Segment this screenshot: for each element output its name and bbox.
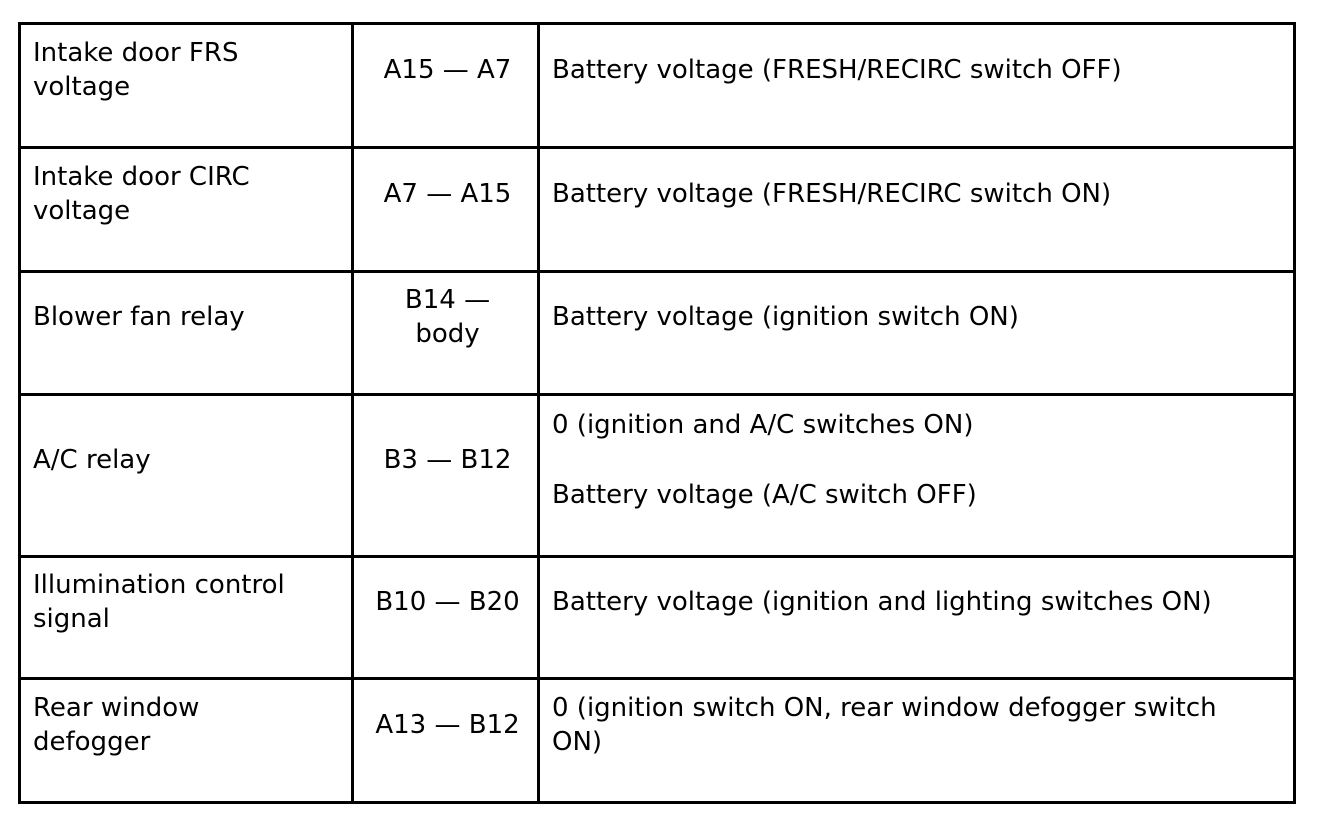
table-row: Blower fan relay B14 — body Battery volt…	[18, 270, 1296, 396]
item-cell: A/C relay	[18, 393, 354, 558]
value-cell: 0 (ignition and A/C switches ON) Battery …	[537, 393, 1296, 558]
value-text: Battery voltage (FRESH/RECIRC switch ON)	[552, 178, 1112, 209]
value-text: Battery voltage (ignition and lighting s…	[552, 586, 1212, 617]
table-row: Intake door FRS voltage A15 — A7 Battery…	[18, 22, 1296, 149]
value-text: 0 (ignition switch ON, rear window defog…	[552, 692, 1217, 757]
value-text: Battery voltage (FRESH/RECIRC switch OFF…	[552, 54, 1122, 85]
item-text: Blower fan relay	[33, 302, 245, 332]
terminal-cell: B14 — body	[351, 270, 540, 396]
value-cell: Battery voltage (ignition and lighting s…	[537, 555, 1296, 680]
item-text: A/C relay	[33, 444, 151, 475]
item-cell: Blower fan relay	[18, 270, 354, 396]
terminal-cell: A7 — A15	[351, 146, 540, 273]
terminal-cell: A15 — A7	[351, 22, 540, 149]
terminal-text: A7 — A15	[383, 178, 512, 209]
item-text: Intake door FRS voltage	[33, 37, 239, 102]
terminal-cell: B3 — B12	[351, 393, 540, 558]
table-row: Intake door CIRC voltage A7 — A15 Batter…	[18, 146, 1296, 273]
item-cell: Intake door FRS voltage	[18, 22, 354, 149]
table-row: Illumination control signal B10 — B20 Ba…	[18, 555, 1296, 680]
pin-voltage-table: Intake door FRS voltage A15 — A7 Battery…	[18, 22, 1296, 804]
terminal-text: A13 — B12	[375, 709, 520, 740]
terminal-cell: B10 — B20	[351, 555, 540, 680]
terminal-text: B3 — B12	[383, 444, 512, 475]
value-text: Battery voltage (ignition switch ON)	[552, 302, 1019, 332]
item-cell: Illumination control signal	[18, 555, 354, 680]
terminal-text: A15 — A7	[383, 54, 512, 85]
item-text: Intake door CIRC voltage	[33, 161, 250, 226]
table-row: A/C relay B3 — B12 0 (ignition and A/C s…	[18, 393, 1296, 558]
item-cell: Intake door CIRC voltage	[18, 146, 354, 273]
value-text: 0 (ignition and A/C switches ON)	[552, 409, 974, 440]
value-cell: Battery voltage (ignition switch ON)	[537, 270, 1296, 396]
value-text: Battery voltage (A/C switch OFF)	[552, 479, 977, 510]
value-cell: Battery voltage (FRESH/RECIRC switch OFF…	[537, 22, 1296, 149]
table-row: Rear window defogger A13 — B12 0 (igniti…	[18, 677, 1296, 804]
terminal-cell: A13 — B12	[351, 677, 540, 804]
terminal-text: B14 — body	[404, 285, 491, 349]
terminal-text: B10 — B20	[375, 586, 520, 617]
value-cell: 0 (ignition switch ON, rear window defog…	[537, 677, 1296, 804]
value-cell: Battery voltage (FRESH/RECIRC switch ON)	[537, 146, 1296, 273]
item-text: Illumination control signal	[33, 569, 285, 634]
item-text: Rear window defogger	[33, 692, 200, 757]
item-cell: Rear window defogger	[18, 677, 354, 804]
